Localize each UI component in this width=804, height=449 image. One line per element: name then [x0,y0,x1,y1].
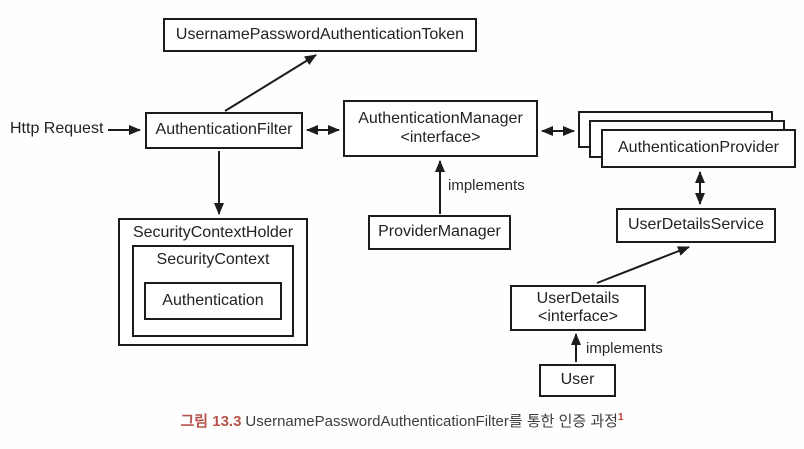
box-user-details: UserDetails <interface> [510,285,646,331]
box-label: UsernamePasswordAuthenticationToken [175,25,465,43]
http-request-label: Http Request [10,120,104,137]
box-label: SecurityContextHolder [132,224,294,241]
box-user-details-service: UserDetailsService [616,208,776,243]
box-label: AuthenticationFilter [155,121,293,139]
box-authentication-filter: AuthenticationFilter [145,112,303,149]
box-label: SecurityContext [156,251,270,268]
box-authentication-manager: AuthenticationManager <interface> [343,100,538,157]
userdetails-name: UserDetails [536,289,620,307]
manager-stereotype: <interface> [400,128,481,146]
implements-label-right: implements [586,340,663,357]
box-label: UserDetails <interface> [537,290,620,327]
box-username-password-authentication-token: UsernamePasswordAuthenticationToken [163,18,477,52]
box-label: ProviderManager [378,223,501,241]
box-authentication-provider: AuthenticationProvider [601,129,796,168]
box-security-context: SecurityContext Authentication [132,245,294,337]
box-security-context-holder: SecurityContextHolder SecurityContext Au… [118,218,308,346]
box-authentication: Authentication [144,282,282,320]
figure-number: 그림 13.3 [180,413,242,430]
manager-name: AuthenticationManager [358,110,523,128]
box-user: User [539,364,616,397]
figure-title: UsernamePasswordAuthenticationFilter를 통한… [245,413,618,430]
implements-label-left: implements [448,177,525,194]
arrow-userdetails-to-service [596,246,690,284]
box-label: User [560,371,595,389]
box-provider-manager: ProviderManager [368,215,511,250]
arrow-filter-to-token [224,54,317,112]
box-label: UserDetailsService [627,216,765,234]
userdetails-stereotype: <interface> [537,308,619,325]
box-label: Authentication [162,291,264,309]
box-label: AuthenticationProvider [618,139,779,157]
footnote-marker: 1 [617,412,624,423]
box-label: AuthenticationManager <interface> [358,110,523,147]
